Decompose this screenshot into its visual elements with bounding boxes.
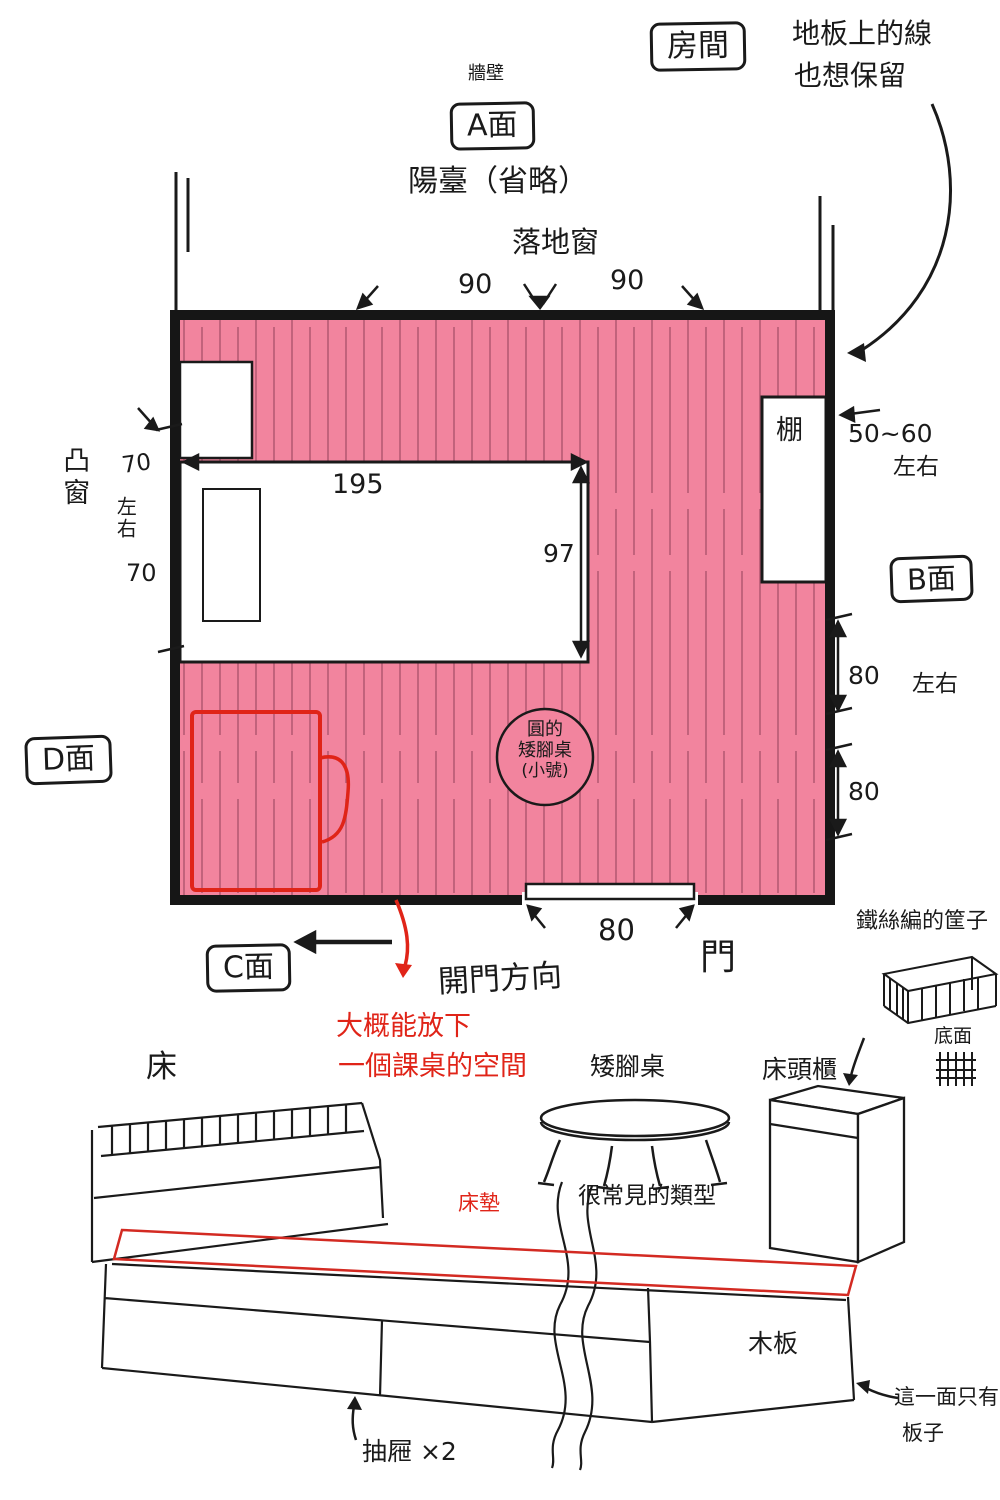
plank-label: 木板 [748,1329,799,1358]
room-tag: 房間 [649,21,747,72]
basket-label: 鐵絲編的筐子 [856,909,989,934]
chair-bump [319,755,351,844]
wall-label: 牆壁 [468,63,504,84]
desk-note-line2: 一個課桌的空間 [338,1051,527,1082]
nightstand-sketch [768,1084,906,1264]
side-c-label: C面 [205,943,292,993]
closet-footprint [178,360,254,460]
fabric-wave-2 [578,1185,598,1471]
plank-note-line2: 板子 [902,1421,944,1445]
right-dim-1: 80 [848,661,880,690]
headboard-rails [97,1101,365,1158]
drawers-arrow [347,1396,362,1441]
bay-window-label: 凸窗 [58,446,90,510]
balcony-label: 陽臺（省略） [408,164,588,199]
bay-dim-top: 70 [120,449,153,479]
headboard-slats [110,1104,348,1155]
right-dimension-marks [825,405,881,842]
desk-note-line1: 大概能放下 [336,1011,471,1042]
side-b-label: B面 [889,554,974,604]
bed-dimension-marks [181,452,591,659]
low-table-sketch [537,1098,731,1191]
headboard-panel [90,1102,389,1264]
basket-bottom-label: 底面 [934,1025,973,1047]
wall-outline [170,310,835,905]
round-table-line2: 矮腳桌 [518,740,572,761]
door-label: 門 [700,937,737,978]
window-dim-left: 90 [458,269,493,300]
right-approx: 左右 [912,671,958,697]
desk-note-arrow [394,899,410,967]
bed-label: 床 [146,1049,177,1085]
nightstand-label: 床頭櫃 [762,1055,838,1084]
desk-space [190,710,412,978]
window-dimension-marks [355,283,705,311]
door-direction-label: 開門方向 [437,957,563,1001]
footprints [178,360,828,807]
fabric-wave-1 [550,1181,570,1469]
basket-arrow [843,1037,866,1086]
floor-note-arrow [847,103,953,362]
window-label: 落地窗 [512,225,600,259]
door-dimension-marks [293,904,695,955]
mattress-outline [112,1228,858,1297]
round-table-line3: (小號) [521,761,569,781]
basket-bottom-hatch [936,1052,976,1086]
shelf-approx: 左右 [893,454,939,480]
right-dim-2: 80 [848,777,880,806]
low-table-label: 矮腳桌 [590,1052,666,1081]
round-table-footprint [495,707,595,807]
walls [170,310,835,908]
bay-window-marks [137,407,185,654]
drawers-label: 抽屜 ×2 [362,1437,457,1466]
bay-dim-bottom: 70 [126,559,157,587]
door-dim: 80 [598,913,635,947]
bay-approx: 左右 [113,496,138,540]
door-threshold [524,882,696,901]
bed-sketch [90,1101,858,1471]
shelf-dim: 50~60 [848,419,933,448]
side-d-label: D面 [24,734,113,786]
bed-footprint [178,460,590,664]
bed-frame [100,1262,856,1424]
wire-basket-sketch [881,955,999,1025]
shelf-footprint [760,395,828,584]
desk-space-rect [190,710,322,892]
window-dim-right: 90 [610,265,645,296]
bed-dim-height: 97 [543,539,575,568]
bed-dim-width: 195 [332,469,384,500]
plank-note-arrow [856,1380,899,1400]
shelf-label: 棚 [776,415,803,446]
pillow-footprint [202,488,261,622]
mattress-label: 床墊 [458,1191,500,1215]
low-table-note: 很常見的類型 [578,1183,716,1209]
side-a-label: A面 [449,101,535,151]
balcony-marks [174,172,835,310]
floor-note-line1: 地板上的線 [792,17,933,50]
round-table-line1: 圓的 [527,719,563,740]
plank-note-line1: 這一面只有 [894,1385,999,1409]
floor-note-line2: 也想保留 [794,59,907,92]
